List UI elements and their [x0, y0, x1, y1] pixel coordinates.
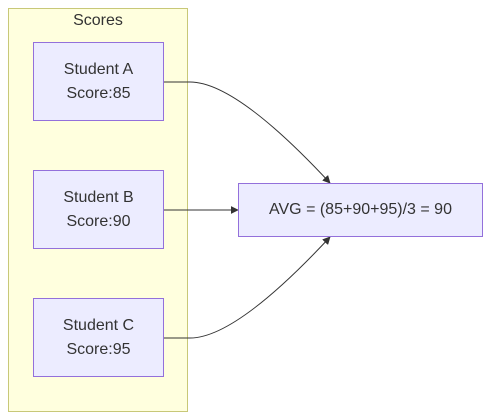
cluster-title: Scores [73, 12, 123, 29]
student-c-score: Score:95 [66, 340, 131, 358]
node-average: AVG = (85+90+95)/3 = 90 [238, 183, 483, 237]
node-student-b: Student B Score:90 [33, 170, 164, 249]
average-label: AVG = (85+90+95)/3 = 90 [269, 201, 452, 218]
student-a-name: Student A [63, 60, 134, 78]
node-student-a: Student A Score:85 [33, 42, 164, 121]
student-b-score: Score:90 [66, 212, 131, 230]
edge-c-to-avg [164, 236, 331, 339]
edge-a-to-avg [164, 81, 331, 184]
student-a-score: Score:85 [66, 84, 131, 102]
node-student-c: Student C Score:95 [33, 298, 164, 377]
student-c-name: Student C [62, 316, 135, 334]
student-b-name: Student B [63, 188, 134, 206]
